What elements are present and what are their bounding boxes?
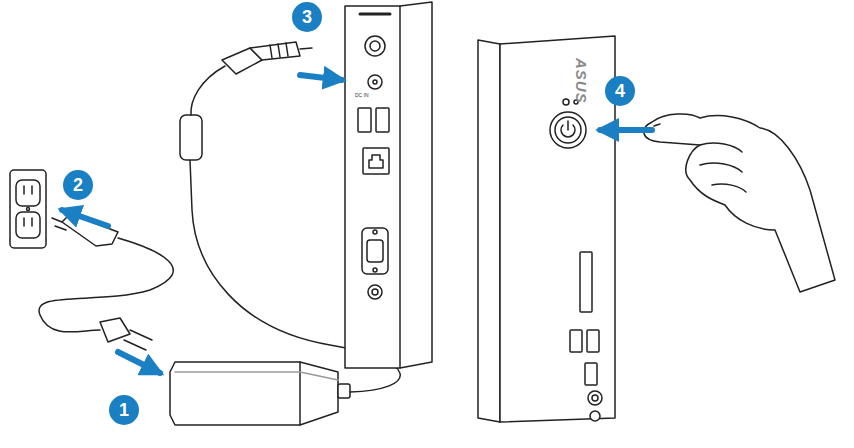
mains-cord xyxy=(39,214,173,350)
wall-outlet xyxy=(10,170,46,248)
port-label: DC IN xyxy=(355,92,369,98)
pc-front xyxy=(478,36,615,432)
callout-number: 2 xyxy=(63,170,93,200)
power-adapter xyxy=(170,362,350,425)
hand xyxy=(644,114,835,292)
brand-logo: ASUS xyxy=(573,58,590,104)
callout-number: 3 xyxy=(292,2,322,32)
callout-number: 4 xyxy=(605,76,635,106)
pc-rear xyxy=(345,2,432,368)
callout-number: 1 xyxy=(109,395,139,425)
action-arrows xyxy=(62,66,652,373)
